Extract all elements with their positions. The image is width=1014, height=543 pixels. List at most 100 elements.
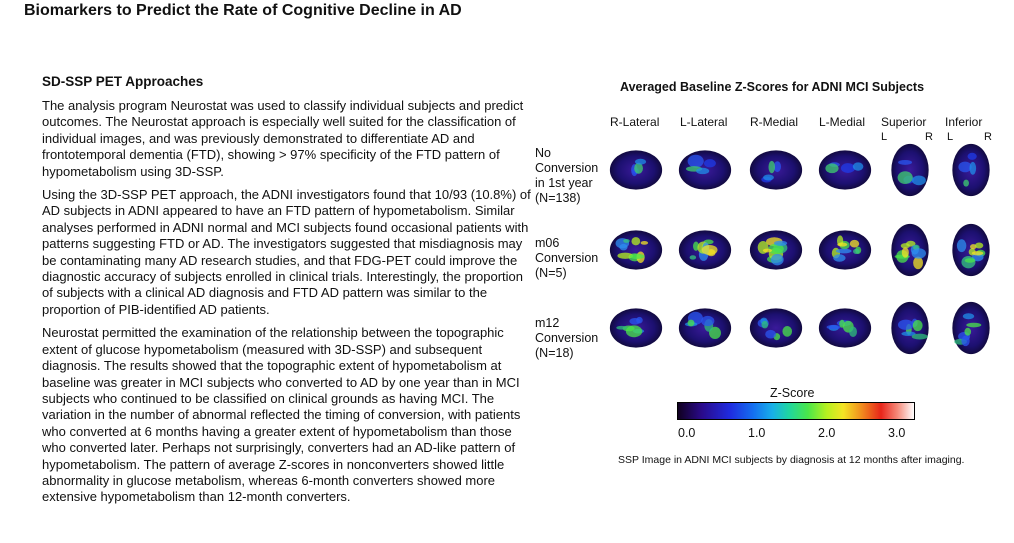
hypometabolism-region <box>636 316 643 324</box>
hypometabolism-region <box>765 329 776 339</box>
brain-scan-l-lateral <box>677 142 733 198</box>
section-heading: SD-SSP PET Approaches <box>42 74 204 89</box>
page-title: Biomarkers to Predict the Rate of Cognit… <box>24 2 462 19</box>
brain-scan-r-medial <box>748 142 804 198</box>
hypometabolism-region <box>773 240 788 246</box>
hypometabolism-region <box>969 161 977 175</box>
hypometabolism-region <box>763 174 774 181</box>
paragraph-3: Neurostat permitted the examination of t… <box>42 325 521 505</box>
hypometabolism-region <box>770 253 784 266</box>
brain-scan-superior <box>882 142 938 198</box>
hypometabolism-region <box>967 152 977 160</box>
hypometabolism-region <box>634 158 647 165</box>
colorbar-tick: 3.0 <box>888 426 906 440</box>
hypometabolism-region <box>897 319 914 330</box>
brain-scan-l-medial <box>817 222 873 278</box>
figure-title: Averaged Baseline Z-Scores for ADNI MCI … <box>620 80 925 94</box>
hypometabolism-region <box>761 320 769 329</box>
row-label-no-conversion: No Conversion in 1st year (N=138) <box>535 146 598 206</box>
brain-scan-r-medial <box>748 222 804 278</box>
hypometabolism-region <box>840 163 856 173</box>
brain-scan-r-lateral <box>608 142 664 198</box>
view-label-l-medial: L-Medial <box>819 115 866 129</box>
hypometabolism-region <box>687 154 704 168</box>
brain-scan-l-medial <box>817 142 873 198</box>
hypometabolism-region <box>773 161 782 173</box>
hypometabolism-region <box>901 247 909 258</box>
hypometabolism-region <box>958 161 972 173</box>
brain-scan-inferior <box>943 300 999 356</box>
hypometabolism-region <box>961 335 970 347</box>
hypometabolism-region <box>782 326 793 337</box>
view-label-inferior: Inferior <box>945 115 983 129</box>
hypometabolism-region <box>768 160 775 174</box>
view-label-superior: Superior <box>881 115 927 129</box>
hypometabolism-region <box>964 327 972 336</box>
row-label-line: (N=18) <box>535 346 574 360</box>
brain-outline <box>749 308 803 348</box>
hypometabolism-region <box>640 241 649 245</box>
hypometabolism-region <box>849 326 857 338</box>
hypometabolism-region <box>911 333 928 340</box>
hypometabolism-region <box>837 242 848 247</box>
hypometabolism-region <box>631 237 641 246</box>
inferior-left-marker: L <box>947 131 954 143</box>
view-label-r-lateral: R-Lateral <box>610 115 660 129</box>
colorbar-tick: 0.0 <box>678 426 696 440</box>
brain-scan-l-medial <box>817 300 873 356</box>
hypometabolism-region <box>964 258 976 263</box>
hypometabolism-region <box>962 313 975 320</box>
row-label-m06: m06 Conversion (N=5) <box>535 236 598 281</box>
hypometabolism-region <box>623 238 630 243</box>
hypometabolism-region <box>629 253 645 260</box>
hypometabolism-region <box>966 322 982 328</box>
row-label-line: Conversion <box>535 251 599 265</box>
hypometabolism-region <box>619 243 628 251</box>
brain-outline <box>609 230 663 270</box>
brain-scan-inferior <box>943 222 999 278</box>
brain-outline <box>891 143 929 197</box>
paragraph-2: Using the 3D-SSP PET approach, the ADNI … <box>42 187 531 317</box>
brain-scan-r-lateral <box>608 300 664 356</box>
hypometabolism-region <box>634 162 643 174</box>
hypometabolism-region <box>963 179 969 187</box>
hypometabolism-region <box>701 315 715 327</box>
colorbar-tick: 2.0 <box>818 426 836 440</box>
inferior-right-marker: R <box>984 131 992 143</box>
hypometabolism-region <box>693 241 699 251</box>
hypometabolism-region <box>704 159 716 168</box>
hypometabolism-region <box>701 244 718 256</box>
hypometabolism-region <box>911 248 927 259</box>
hypometabolism-region <box>625 325 643 338</box>
hypometabolism-region <box>853 248 860 254</box>
hypometabolism-region <box>616 325 627 330</box>
hypometabolism-region <box>901 331 916 337</box>
superior-left-marker: L <box>881 131 888 143</box>
hypometabolism-region <box>913 256 924 270</box>
brain-scan-l-lateral <box>677 300 733 356</box>
row-label-m12: m12 Conversion (N=18) <box>535 316 598 361</box>
brain-scan-superior <box>882 300 938 356</box>
hypometabolism-region <box>768 243 784 255</box>
colorbar-label: Z-Score <box>770 386 815 400</box>
brain-outline <box>952 301 990 355</box>
hypometabolism-region <box>696 167 710 175</box>
hypometabolism-region <box>709 326 722 340</box>
colorbar-tick: 1.0 <box>748 426 766 440</box>
hypometabolism-region <box>825 163 839 174</box>
superior-right-marker: R <box>925 131 933 143</box>
hypometabolism-region <box>833 254 846 262</box>
row-label-line: in 1st year <box>535 176 593 190</box>
hypometabolism-region <box>762 248 772 253</box>
row-label-line: No <box>535 146 551 160</box>
hypometabolism-region <box>956 239 967 253</box>
row-label-line: m12 <box>535 316 560 330</box>
brain-scan-l-lateral <box>677 222 733 278</box>
row-label-line: m06 <box>535 236 560 250</box>
row-label-line: Conversion <box>535 161 599 175</box>
brain-scan-inferior <box>943 142 999 198</box>
hypometabolism-region <box>897 171 913 185</box>
hypometabolism-region <box>971 251 984 256</box>
hypometabolism-region <box>826 324 841 330</box>
brain-scan-superior <box>882 222 938 278</box>
